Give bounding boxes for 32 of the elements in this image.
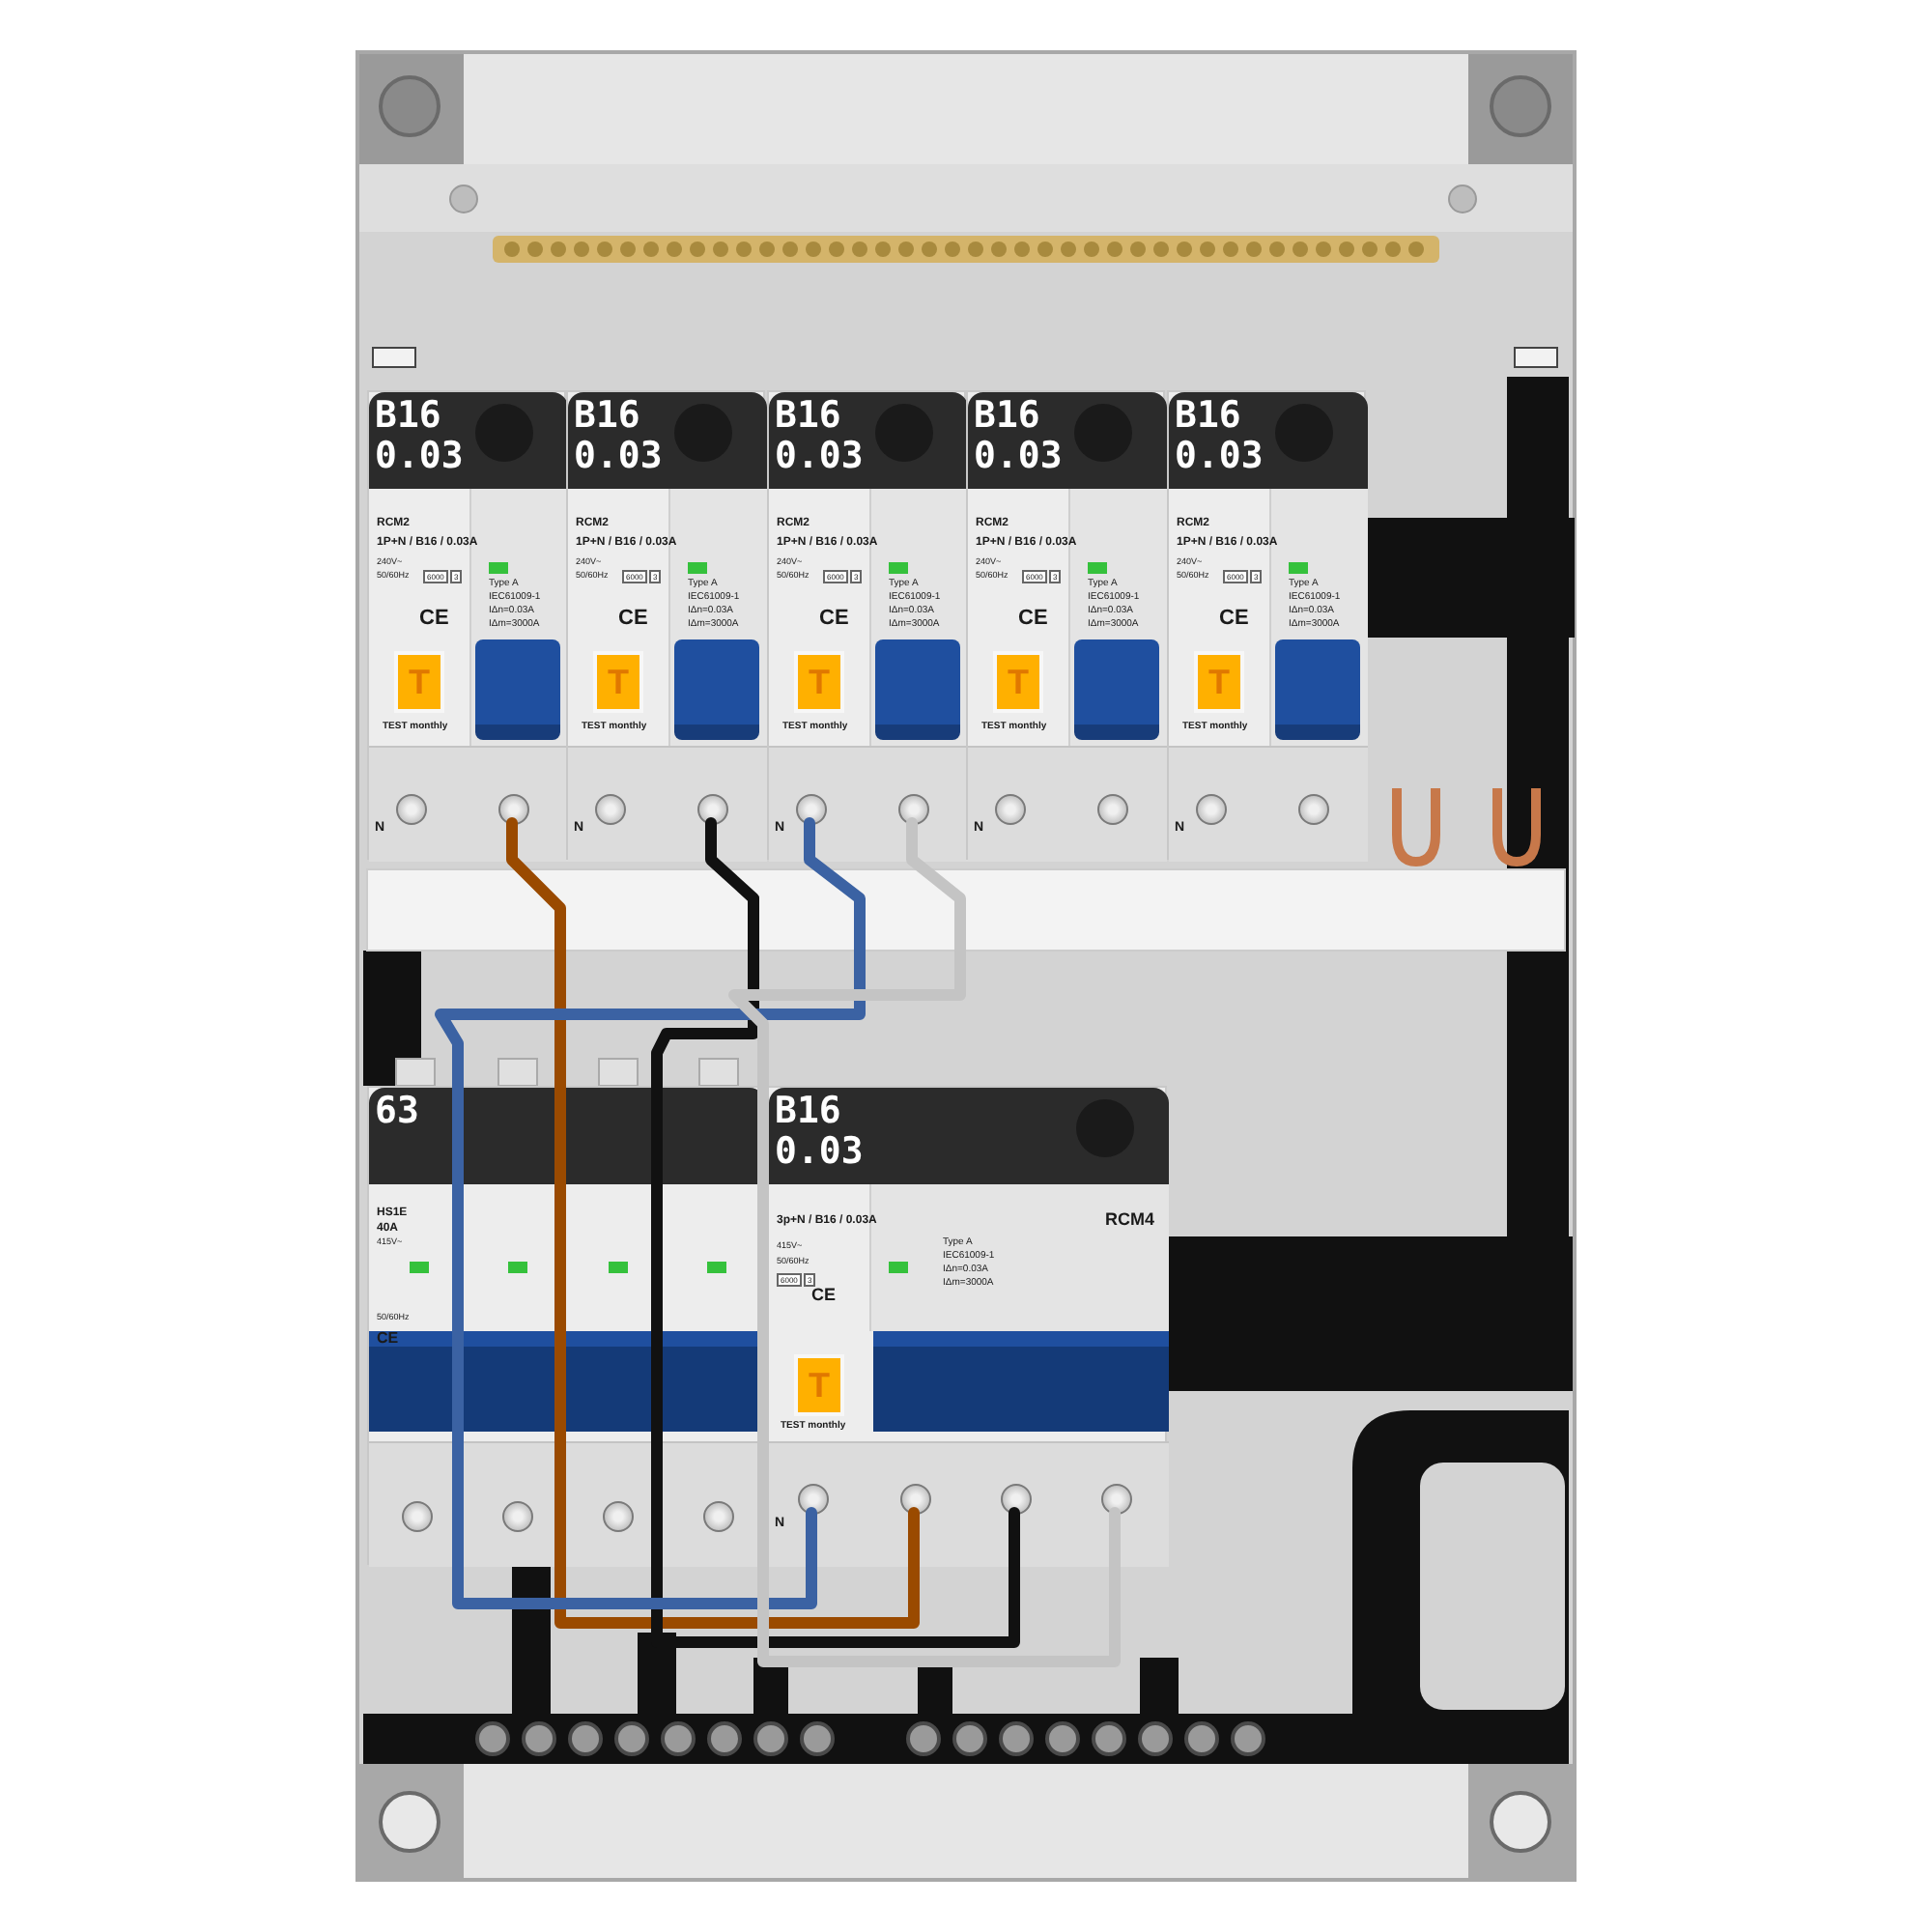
wire	[435, 817, 866, 1609]
ce-mark: CE	[811, 1287, 837, 1304]
rating-label: B16 0.03	[1175, 396, 1265, 477]
test-button: T	[394, 651, 444, 713]
ce-mark: CE	[618, 609, 648, 630]
wire	[506, 817, 920, 1629]
rating-label: B16 0.03	[375, 396, 466, 477]
rating-label: B16 0.03	[775, 1092, 866, 1173]
ce-mark: CE	[819, 609, 849, 630]
ce-mark: CE	[377, 1331, 399, 1347]
wire	[728, 817, 1121, 1667]
main-switch-module	[367, 1086, 763, 1565]
rcbo-module	[966, 390, 1165, 860]
rcbo-module	[767, 390, 966, 860]
rcd-module	[767, 1086, 1167, 1565]
rcbo-module	[566, 390, 765, 860]
ce-mark: CE	[1018, 609, 1048, 630]
test-button: T	[794, 651, 844, 713]
test-button: T	[1194, 651, 1244, 713]
rating-label: B16 0.03	[974, 396, 1065, 477]
rating-label: B16 0.03	[775, 396, 866, 477]
test-button: T	[794, 1354, 844, 1416]
rating-label: B16 0.03	[574, 396, 665, 477]
rcbo-module	[367, 390, 566, 860]
ce-mark: CE	[419, 609, 449, 630]
rcbo-module	[1167, 390, 1366, 860]
model-label: RCM4	[1105, 1211, 1155, 1229]
wire	[651, 817, 1020, 1648]
test-button: T	[593, 651, 643, 713]
ce-mark: CE	[1219, 609, 1249, 630]
test-button: T	[993, 651, 1043, 713]
rating-label: 63	[375, 1092, 421, 1132]
